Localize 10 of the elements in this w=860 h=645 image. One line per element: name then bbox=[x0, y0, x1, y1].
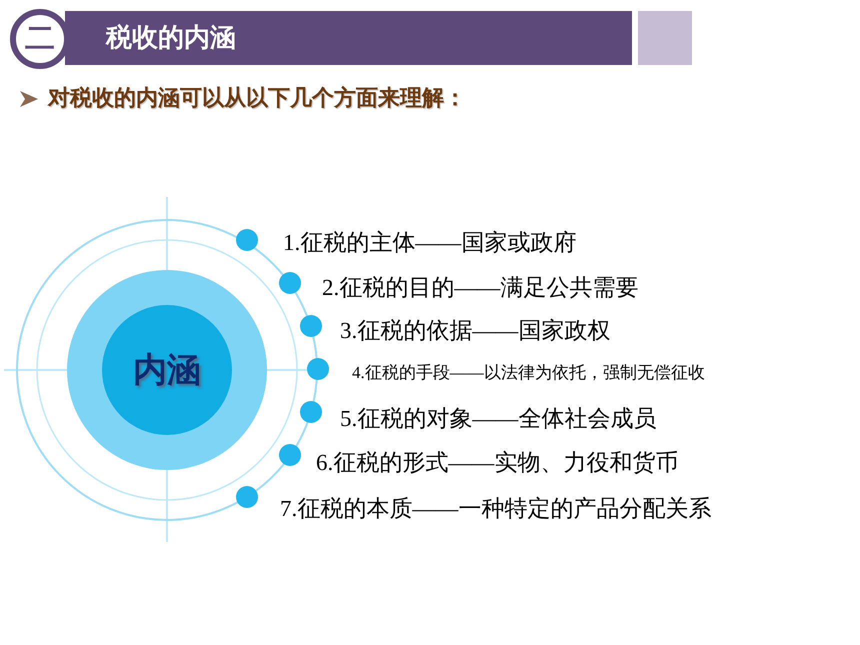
aspect-item: 2.征税的目的——满足公共需要 bbox=[322, 276, 638, 298]
subtitle-text: 对税收的内涵可以从以下几个方面来理解： bbox=[48, 88, 466, 110]
aspect-item: 5.征税的对象——全体社会成员 bbox=[340, 406, 656, 430]
aspect-item: 6.征税的形式——实物、力役和货币 bbox=[316, 450, 678, 474]
center-label: 内涵 bbox=[133, 353, 201, 387]
slide-title: 税收的内涵 bbox=[106, 22, 236, 55]
aspect-item: 7.征税的本质——一种特定的产品分配关系 bbox=[280, 496, 712, 520]
aspect-item: 4.征税的手段——以法律为依托，强制无偿征收 bbox=[352, 364, 705, 380]
aspect-item: 3.征税的依据——国家政权 bbox=[340, 318, 610, 342]
aspect-item: 1.征税的主体——国家或政府 bbox=[283, 230, 576, 254]
